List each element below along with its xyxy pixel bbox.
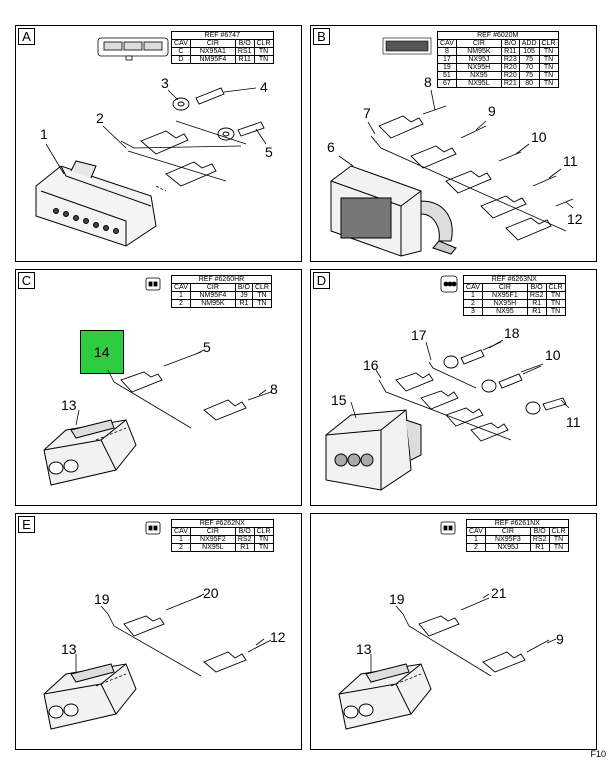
connector-body-drawing — [338, 663, 432, 730]
callout-label: 7 — [363, 105, 371, 121]
panel-a-drawing: 1 2 3 4 5 — [35, 37, 273, 247]
panel-b-drawing: 6 7 8 9 10 11 12 — [327, 37, 583, 257]
callout-label: 8 — [270, 381, 278, 397]
connector-body-drawing — [43, 663, 137, 730]
terminal-drawing — [140, 130, 217, 187]
callout-label: 16 — [363, 357, 379, 373]
callout-label: 5 — [265, 144, 273, 160]
table-cell: TN — [251, 299, 272, 308]
table-cell: TN — [253, 543, 274, 552]
seal-drawing — [443, 349, 567, 415]
panel-label: C — [18, 272, 35, 289]
panel-label: B — [313, 28, 330, 45]
connector-body-drawing — [43, 419, 137, 486]
table-cell: TN — [548, 543, 569, 552]
callout-label: 13 — [61, 641, 77, 657]
callout-label: 8 — [424, 74, 432, 90]
callout-label: 5 — [203, 339, 211, 355]
callout-label: 15 — [331, 392, 347, 408]
panel-label: E — [18, 516, 35, 533]
panel-label: D — [313, 272, 330, 289]
terminal-drawing — [123, 615, 247, 673]
connector-body-drawing — [325, 409, 422, 491]
connector-face-icon — [145, 277, 161, 291]
callout-label: 21 — [491, 585, 507, 601]
table-cell: R21 — [500, 79, 520, 88]
callout-label: 6 — [327, 139, 335, 155]
terminal-drawing — [418, 615, 526, 673]
connector-face-icon — [97, 37, 169, 61]
table-cell: TN — [545, 307, 566, 316]
callout-label: 13 — [61, 397, 77, 413]
table-cell: TN — [538, 79, 559, 88]
callout-label: 10 — [531, 129, 547, 145]
seal-drawing — [172, 87, 265, 141]
callout-label: 12 — [567, 211, 583, 227]
connector-face-icon — [145, 521, 161, 535]
callout-label: 1 — [40, 126, 48, 142]
connector-body-drawing — [35, 160, 157, 247]
callout-label: 20 — [203, 585, 219, 601]
connector-body-drawing — [330, 165, 457, 257]
panel-d-drawing: 15 16 17 18 10 11 — [325, 275, 581, 491]
callout-label: 19 — [94, 591, 110, 607]
connector-face-icon — [440, 275, 458, 293]
table-cell: NM95F4 — [189, 55, 236, 64]
callout-label: 13 — [356, 641, 372, 657]
callout-label: 4 — [260, 79, 268, 95]
panel-c-drawing: 13 5 8 — [43, 277, 278, 486]
callout-label: 11 — [563, 153, 578, 169]
highlight-callout-box[interactable] — [80, 330, 124, 374]
table-cell: NX95J — [484, 543, 531, 552]
callout-label: 3 — [161, 75, 169, 91]
table-cell: NX95 — [481, 307, 528, 316]
callout-label: 11 — [566, 414, 581, 430]
terminal-drawing — [378, 115, 552, 241]
callout-label: 12 — [270, 629, 286, 645]
connector-face-icon — [382, 37, 432, 55]
panel-e-drawing: 19 20 12 13 — [43, 521, 286, 730]
callout-label: 10 — [545, 347, 561, 363]
panel-f-drawing: 19 21 9 13 — [338, 521, 564, 730]
callout-label: 18 — [504, 325, 520, 341]
callout-label: 2 — [96, 110, 104, 126]
connector-face-icon — [440, 521, 456, 535]
callout-label: 9 — [488, 103, 496, 119]
callout-label: 9 — [556, 631, 564, 647]
corner-code: F10 — [590, 749, 606, 759]
table-cell: NX95L — [189, 543, 236, 552]
highlight-callout-label: 14 — [94, 344, 110, 360]
table-cell: NX95L — [455, 79, 502, 88]
terminal-drawing — [120, 371, 247, 421]
callout-label: 17 — [411, 327, 427, 343]
table-cell: TN — [253, 55, 274, 64]
table-cell: R1 — [234, 299, 253, 308]
panel-label: A — [18, 28, 35, 45]
callout-label: 19 — [389, 591, 405, 607]
